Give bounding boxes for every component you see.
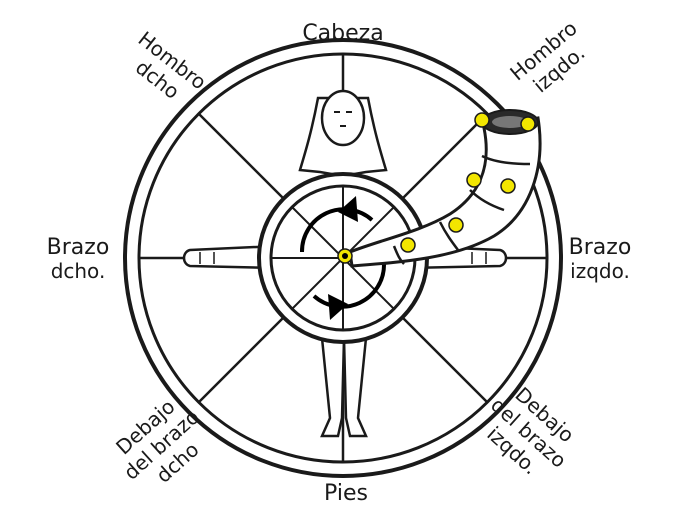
label-feet: Pies xyxy=(324,481,368,506)
horn-icon xyxy=(348,109,542,268)
horn-dot xyxy=(448,217,464,233)
label-head: Cabeza xyxy=(302,21,383,46)
label-right-arm-line1: Brazo xyxy=(47,235,110,260)
horn-dot xyxy=(500,178,516,194)
label-left-arm-line2: izqdo. xyxy=(570,259,630,283)
horn-dot xyxy=(400,237,416,253)
horn-dot xyxy=(520,116,536,132)
human-figure-icon xyxy=(182,89,508,438)
rotation-arrows-icon xyxy=(299,196,387,320)
label-right-arm-line2: dcho. xyxy=(51,259,106,283)
label-left-arm-line1: Brazo xyxy=(569,235,632,260)
horn-dot xyxy=(474,112,490,128)
horn-dot xyxy=(466,172,482,188)
highlight-dots xyxy=(337,112,536,264)
